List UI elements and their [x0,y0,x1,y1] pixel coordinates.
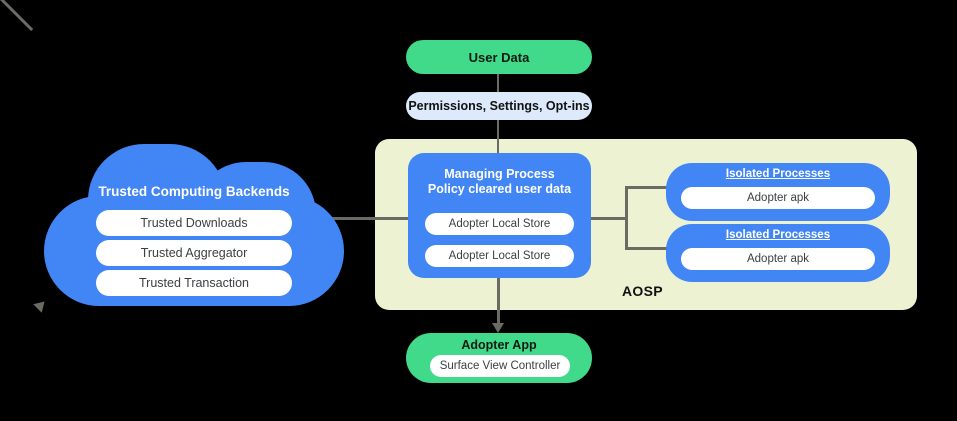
connector-user-data-to-permissions [497,74,499,92]
adopter-local-store-2[interactable]: Adopter Local Store [425,245,574,267]
managing-process-title-line1: Managing Process [444,167,555,181]
arrow-down-icon [492,323,504,333]
connector-branch-to-isolated-process-2 [625,247,669,250]
adopter-local-store-1[interactable]: Adopter Local Store [425,213,574,235]
isolated-process-box-1[interactable]: Isolated Processes Adopter apk [666,163,890,221]
managing-process-box[interactable]: Managing Process Policy cleared user dat… [408,153,591,278]
isolated-process-box-2[interactable]: Isolated Processes Adopter apk [666,224,890,282]
isolated-process-title-2[interactable]: Isolated Processes [725,229,831,241]
connector-branch-to-isolated-process-1 [625,186,669,189]
managing-process-title: Managing Process Policy cleared user dat… [408,167,591,197]
connector-cloud-to-managing-process [322,217,410,220]
adopter-app-box[interactable]: Adopter App Surface View Controller [406,333,592,383]
connector-branch-vertical [625,187,628,250]
connector-permissions-to-managing-process [497,120,499,153]
surface-view-controller[interactable]: Surface View Controller [430,355,570,377]
cloud-title: Trusted Computing Backends [98,184,290,199]
connector-managing-process-to-adopter-app [497,278,500,325]
adopter-apk-2[interactable]: Adopter apk [681,248,875,270]
cloud-item-trusted-transaction[interactable]: Trusted Transaction [96,270,292,296]
aosp-label: AOSP [622,283,663,299]
user-data-box[interactable]: User Data [406,40,592,74]
adopter-app-title: Adopter App [461,338,537,352]
adopter-apk-1[interactable]: Adopter apk [681,187,875,209]
permissions-settings-optins-box[interactable]: Permissions, Settings, Opt-ins [406,92,592,120]
trusted-computing-backends-cloud: Trusted Computing Backends Trusted Downl… [44,144,344,306]
cloud-item-trusted-downloads[interactable]: Trusted Downloads [96,210,292,236]
connector-cloud-outbound [0,0,34,32]
connector-managing-process-to-branch [589,217,628,220]
isolated-process-title-1[interactable]: Isolated Processes [725,168,831,180]
managing-process-title-line2: Policy cleared user data [427,182,572,196]
cloud-item-trusted-aggregator[interactable]: Trusted Aggregator [96,240,292,266]
